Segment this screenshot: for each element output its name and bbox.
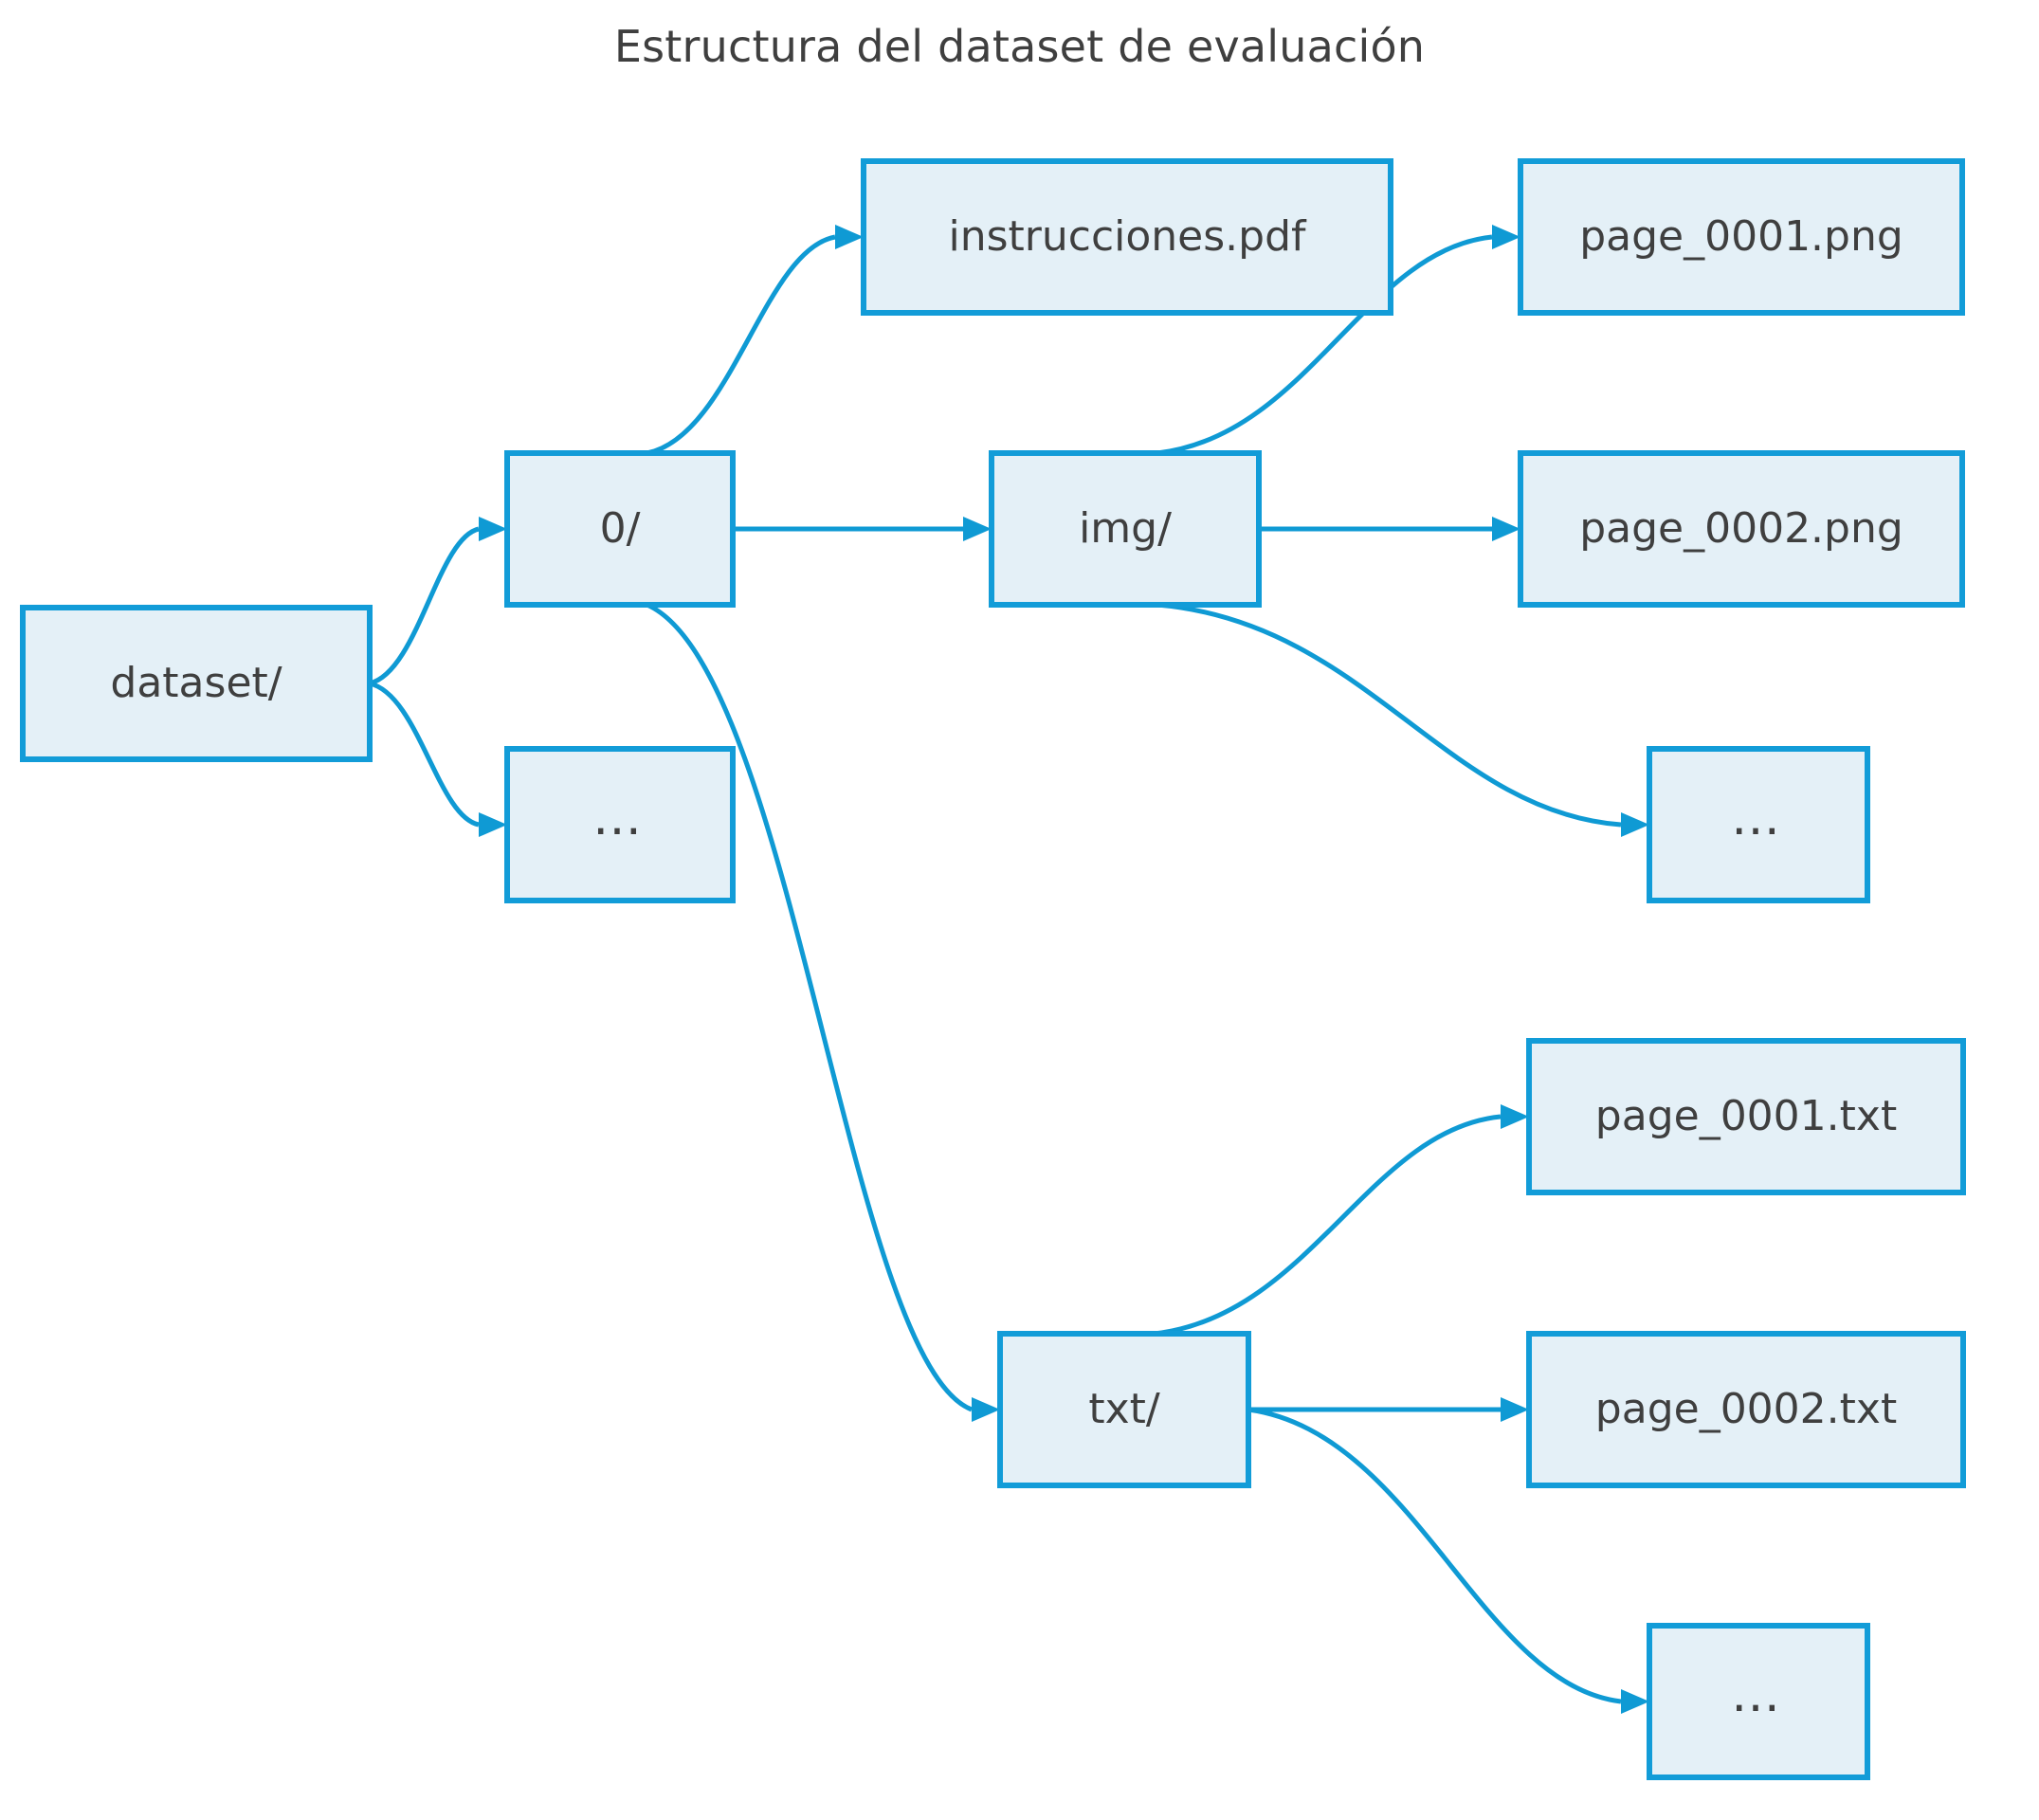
node-label-instrucciones: instrucciones.pdf [948, 212, 1307, 261]
node-box-page0002txt [1526, 1331, 1966, 1488]
node-page0002png[interactable]: page_0002.png [1518, 450, 1965, 608]
arrowhead-txt-ellipsis3 [1621, 1689, 1649, 1714]
node-box-dataset [20, 605, 373, 762]
arrowhead-zero-instrucciones [835, 225, 864, 249]
node-page0002txt[interactable]: page_0002.txt [1526, 1331, 1966, 1488]
edge-img-page0001png [1156, 234, 1493, 456]
node-ellipsis2[interactable]: … [1647, 746, 1870, 903]
node-label-dataset: dataset/ [110, 659, 282, 707]
node-dataset[interactable]: dataset/ [20, 605, 373, 762]
node-box-zero [504, 450, 736, 608]
arrowhead-txt-page0002txt [1501, 1397, 1529, 1422]
node-instrucciones[interactable]: instrucciones.pdf [861, 158, 1393, 316]
node-box-txt [997, 1331, 1251, 1488]
edge-dataset-ellipsis1 [369, 681, 480, 828]
node-label-ellipsis2: … [1731, 790, 1786, 846]
arrowhead-txt-page0001txt [1501, 1104, 1529, 1129]
node-label-page0002png: page_0002.png [1579, 504, 1903, 553]
node-box-instrucciones [861, 158, 1393, 316]
edge-txt-page0001txt [1154, 1114, 1502, 1337]
edge-txt-ellipsis3 [1247, 1407, 1622, 1704]
node-label-ellipsis1: … [592, 790, 647, 846]
node-label-page0001png: page_0001.png [1579, 212, 1903, 261]
node-page0001png[interactable]: page_0001.png [1518, 158, 1965, 316]
page-title: Estructura del dataset de evaluación [613, 21, 1426, 72]
node-box-page0001txt [1526, 1038, 1966, 1195]
node-label-page0002txt: page_0002.txt [1595, 1385, 1897, 1433]
edge-img-ellipsis2 [1156, 602, 1622, 828]
node-box-page0001png [1518, 158, 1965, 316]
arrowhead-img-ellipsis2 [1621, 812, 1649, 837]
node-label-zero: 0/ [600, 504, 641, 553]
edge-dataset-zero [369, 526, 480, 686]
node-label-txt: txt/ [1088, 1385, 1160, 1433]
arrowhead-zero-txt [972, 1397, 1000, 1422]
node-box-ellipsis1 [504, 746, 736, 903]
node-box-ellipsis3 [1647, 1623, 1870, 1780]
edge-zero-txt [646, 602, 973, 1412]
edges-layer [369, 225, 1649, 1714]
node-ellipsis3[interactable]: … [1647, 1623, 1870, 1780]
arrowhead-dataset-zero [479, 517, 507, 541]
node-box-ellipsis2 [1647, 746, 1870, 903]
node-label-page0001txt: page_0001.txt [1595, 1092, 1897, 1140]
node-img[interactable]: img/ [989, 450, 1262, 608]
node-label-ellipsis3: … [1731, 1666, 1786, 1723]
arrowhead-dataset-ellipsis1 [479, 812, 507, 837]
node-txt[interactable]: txt/ [997, 1331, 1251, 1488]
node-box-page0002png [1518, 450, 1965, 608]
node-zero[interactable]: 0/ [504, 450, 736, 608]
node-label-img: img/ [1079, 504, 1172, 553]
node-box-img [989, 450, 1262, 608]
edge-zero-instrucciones [646, 234, 836, 456]
arrowhead-img-page0001png [1492, 225, 1520, 249]
arrowhead-zero-img [963, 517, 992, 541]
nodes-layer: dataset/0/ … instrucciones.pdf img/txt/page… [20, 158, 1966, 1780]
node-page0001txt[interactable]: page_0001.txt [1526, 1038, 1966, 1195]
node-ellipsis1[interactable]: … [504, 746, 736, 903]
arrowhead-img-page0002png [1492, 517, 1520, 541]
